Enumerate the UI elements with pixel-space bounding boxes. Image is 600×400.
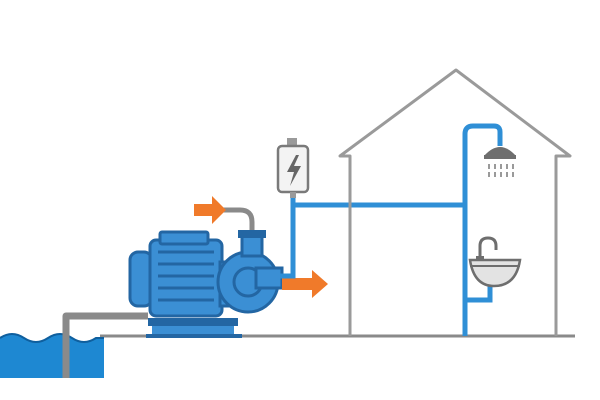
house-outline-icon <box>338 68 572 336</box>
pump-motor-icon <box>128 230 284 338</box>
sink-faucet-icon <box>468 236 522 288</box>
intake-hose <box>222 207 255 230</box>
lightning-bolt-icon <box>276 138 310 198</box>
suction-pipe <box>62 312 148 378</box>
supply-pipe <box>280 198 296 279</box>
sink-supply-pipe <box>465 284 493 303</box>
water-waves-icon <box>0 333 104 378</box>
riser-pipe <box>462 123 503 336</box>
shower-head-icon <box>484 147 516 177</box>
arrow-right-icon <box>194 196 226 224</box>
arrow-right-icon <box>282 270 328 298</box>
